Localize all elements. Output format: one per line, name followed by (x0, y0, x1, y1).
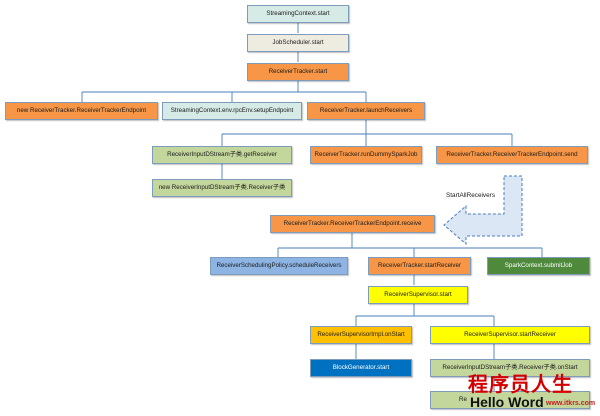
node-job-scheduler-start: JobScheduler.start (247, 34, 349, 52)
node-get-receiver: ReceiverInputDStream子类.getReceiver (152, 146, 292, 164)
node-start-receiver: ReceiverTracker.startReceiver (368, 257, 471, 275)
watermark-chinese: 程序员人生 (468, 372, 573, 396)
node-receiver-supervisor-start: ReceiverSupervisor.start (368, 286, 468, 304)
node-endpoint-send: ReceiverTracker.ReceiverTrackerEndpoint.… (436, 146, 588, 164)
node-new-receiver-subclass: new ReceiverInputDStream子类.Receiver子类 (152, 179, 292, 197)
node-setup-endpoint: StreamingContext.env.rpcEnv.setupEndpoin… (162, 102, 302, 120)
node-receiver-tracker-start: ReceiverTracker.start (247, 63, 349, 81)
node-receiver-on-start: ReceiverInputDStream子类.Receiver子类.onStar… (430, 359, 590, 377)
start-all-receivers-arrow (443, 175, 523, 246)
node-supervisor-start-receiver: ReceiverSupervisor.startReceiver (430, 326, 590, 344)
node-schedule-receivers: ReceiverSchedulingPolicy.scheduleReceive… (210, 257, 348, 275)
node-submit-job: SparkContext.submitJob (487, 257, 590, 275)
node-launch-receivers: ReceiverTracker.launchReceivers (307, 102, 425, 120)
node-bottom-partial: Re (430, 391, 590, 409)
watermark-url: www.itkrs.com (546, 400, 596, 407)
node-supervisor-impl-on-start: ReceiverSupervisorImpl.onStart (310, 326, 412, 344)
node-streaming-context-start: StreamingContext.start (247, 5, 349, 23)
watermark-english: Hello Word (470, 394, 544, 410)
node-run-dummy-spark-job: ReceiverTracker.runDummySparkJob (310, 146, 422, 164)
start-all-receivers-label: StartAllReceivers (446, 192, 496, 199)
node-endpoint-receive: ReceiverTracker.ReceiverTrackerEndpoint.… (270, 215, 435, 233)
node-block-generator-start: BlockGenerator.start (310, 359, 412, 377)
node-new-receiver-tracker-endpoint: new ReceiverTracker.ReceiverTrackerEndpo… (5, 102, 158, 120)
